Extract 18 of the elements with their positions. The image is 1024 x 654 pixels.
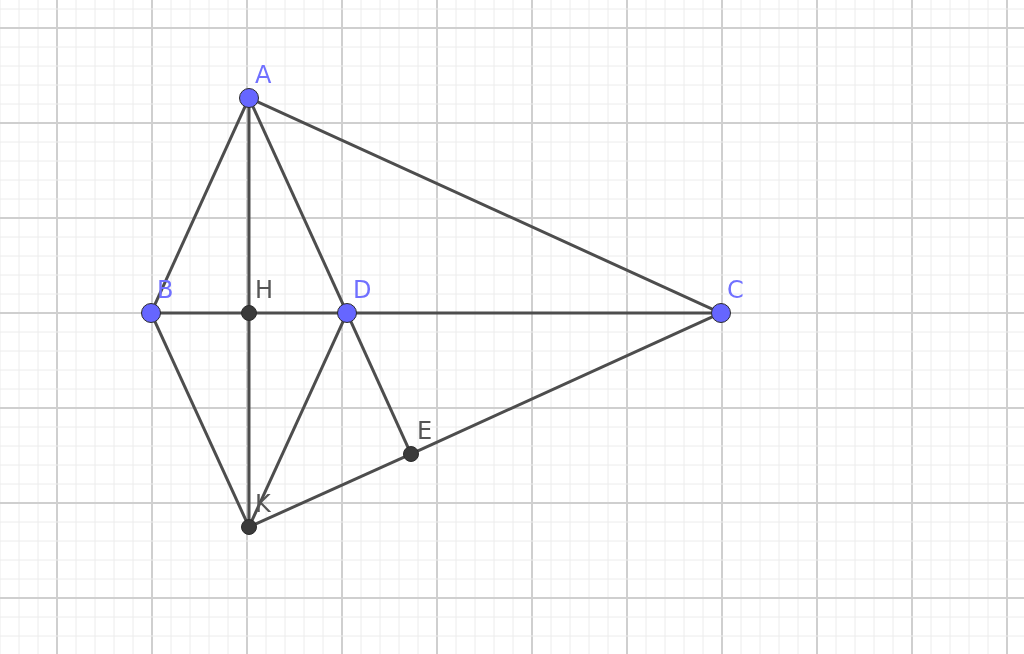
line-segment: [153, 320, 248, 522]
point-label: H: [255, 277, 274, 303]
line-segment: [356, 311, 712, 315]
point-label: A: [255, 62, 272, 88]
line-segment: [349, 320, 410, 449]
line-segment: [256, 100, 714, 311]
line-segment: [250, 320, 345, 522]
line-segment: [247, 107, 251, 306]
point-label: C: [727, 277, 744, 303]
line-segment: [416, 315, 714, 453]
point-label: E: [417, 418, 433, 444]
line-segment: [153, 105, 247, 306]
line-segment: [254, 455, 406, 526]
line-segment: [160, 311, 242, 315]
line-segment: [247, 320, 251, 520]
line-segment: [251, 105, 345, 306]
line-segment: [256, 311, 338, 315]
point-label: D: [353, 277, 372, 303]
